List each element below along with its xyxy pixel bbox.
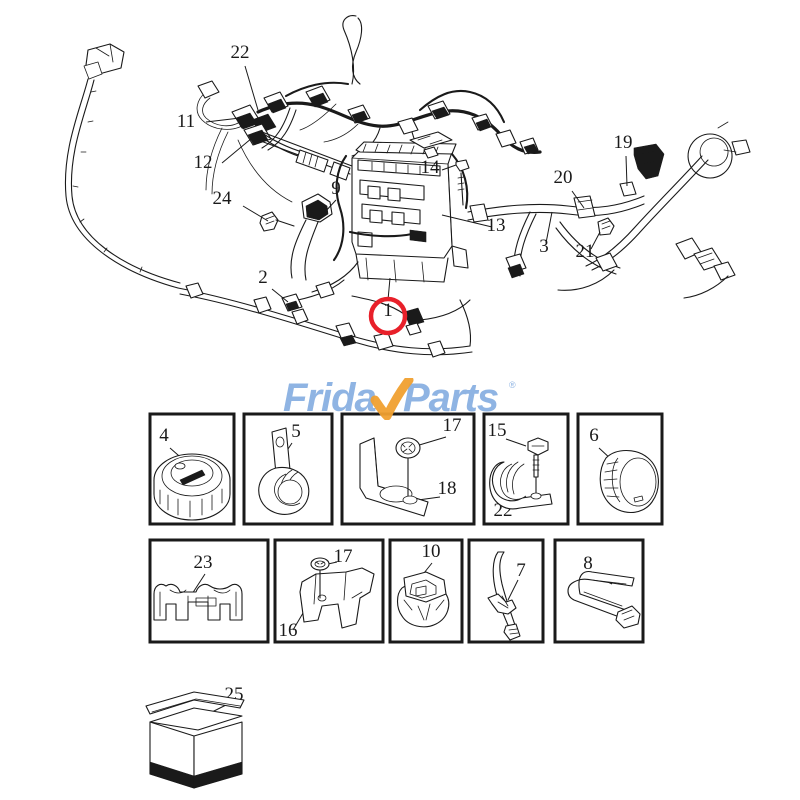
callout-number-21: 21 — [576, 241, 595, 262]
part-label-17-box-17-18: 17 — [443, 415, 462, 436]
callout-leader-19 — [625, 155, 628, 187]
part-label-23-box-23: 23 — [194, 552, 213, 573]
part-drawing-25 — [145, 691, 245, 789]
box-7 — [467, 538, 545, 644]
callout-leader-22 — [244, 65, 259, 111]
part-leader-15b — [505, 438, 527, 447]
callout-leader-21 — [590, 231, 601, 250]
part-label-6-box-6: 6 — [589, 425, 599, 446]
engine-control-module — [351, 141, 469, 283]
callout-leader-14 — [441, 164, 457, 171]
bolt-item-14 — [455, 159, 470, 206]
lower-branch-wires — [281, 261, 472, 347]
callout-number-11: 11 — [177, 111, 195, 132]
part-leader-7 — [507, 579, 519, 601]
bolt-item-24 — [259, 211, 295, 232]
module-harness-loop — [332, 152, 469, 262]
connector-item-9 — [290, 193, 333, 281]
callout-leader-12 — [221, 132, 259, 164]
callout-leader-24 — [242, 205, 269, 222]
callout-leader-13 — [441, 214, 493, 228]
callout-number-19: 19 — [614, 132, 633, 153]
part-leader-23 — [191, 573, 206, 595]
highlight-circle-item-1 — [368, 296, 408, 336]
lower-harness-rail — [177, 282, 473, 358]
part-label-4-box-4: 4 — [159, 425, 169, 446]
harness-left-cluster — [196, 80, 313, 203]
callout-number-2: 2 — [258, 267, 268, 288]
callout-number-24: 24 — [213, 188, 233, 209]
callout-number-13: 13 — [487, 215, 506, 236]
callout-number-20: 20 — [554, 167, 573, 188]
part-drawing-6 — [599, 449, 659, 514]
part-drawing-23 — [153, 583, 243, 621]
part-drawing-5 — [258, 427, 310, 515]
callout-number-14: 14 — [421, 157, 441, 178]
part-drawing-17-18 — [359, 437, 429, 517]
part-drawing-8 — [567, 571, 641, 629]
part-label-8-box-8: 8 — [583, 553, 593, 574]
part-label-5-box-5: 5 — [291, 421, 301, 442]
engine-wiring-harness — [256, 15, 542, 161]
part-label-17-box-16-17: 17 — [334, 546, 353, 567]
bracket-item-near-module — [409, 131, 453, 159]
part-drawing-4 — [153, 453, 231, 521]
callout-leader-2 — [271, 288, 289, 303]
callout-leader-9 — [323, 199, 337, 214]
callout-leader-20 — [571, 190, 585, 209]
callout-number-9: 9 — [331, 178, 341, 199]
callout-leader-11 — [205, 117, 241, 123]
callout-leader-1 — [387, 277, 391, 301]
part-label-18-box-17-18: 18 — [438, 478, 457, 499]
part-drawing-16-17 — [299, 557, 375, 629]
callout-number-12: 12 — [194, 152, 213, 173]
callout-leader-3 — [545, 211, 553, 244]
callout-number-22: 22 — [231, 42, 250, 63]
part-label-7-box-7: 7 — [516, 560, 526, 581]
part-drawing-10 — [396, 571, 450, 628]
callout-number-3: 3 — [539, 236, 549, 257]
callout-number-1: 1 — [383, 300, 393, 321]
part-drawing-15-22 — [489, 437, 553, 510]
part-leader-17b — [415, 436, 447, 447]
battery-cable-assembly — [64, 43, 181, 289]
part-drawing-7 — [487, 551, 521, 641]
box-15-22 — [482, 412, 570, 526]
part-label-15-box-15-22: 15 — [488, 420, 507, 441]
part-label-16-box-16-17: 16 — [279, 620, 298, 641]
part-label-10-box-10: 10 — [422, 541, 441, 562]
